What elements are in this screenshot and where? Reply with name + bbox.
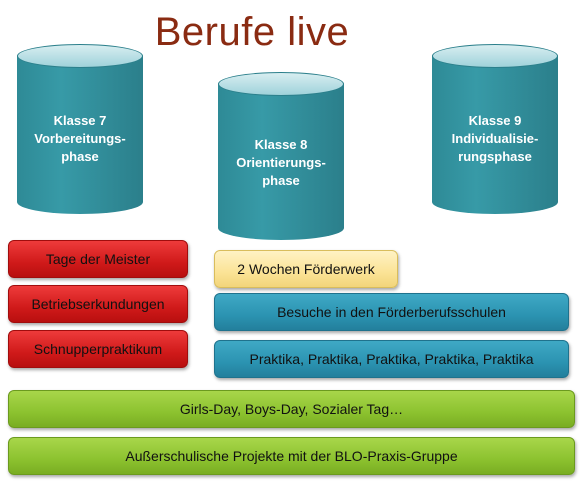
- box-foerderwerk: 2 Wochen Förderwerk: [214, 250, 398, 288]
- cylinder-line: phase: [262, 173, 300, 188]
- bar-girls-boys-day: Girls-Day, Boys-Day, Sozialer Tag…: [8, 390, 575, 428]
- cylinder-line: phase: [61, 149, 99, 164]
- cylinder-klasse-9: Klasse 9 Individualisie- rungsphase: [432, 44, 558, 214]
- cylinder-line: Individualisie-: [451, 131, 539, 146]
- cylinder-line: Klasse 9: [468, 113, 522, 128]
- box-tage-der-meister: Tage der Meister: [8, 240, 188, 278]
- box-besuche-foerderberufsschulen: Besuche in den Förderberufsschulen: [214, 293, 569, 331]
- cylinder-line: Vorbereitungs-: [34, 131, 126, 146]
- page-title: Berufe live: [154, 10, 350, 54]
- cylinder-line: Orientierungs-: [236, 155, 326, 170]
- box-betriebserkundungen: Betriebserkundungen: [8, 285, 188, 323]
- box-schnupperpraktikum: Schnupperpraktikum: [8, 330, 188, 368]
- cylinder-line: rungsphase: [458, 149, 532, 164]
- cylinder-line: Klasse 7: [53, 113, 107, 128]
- cylinder-label: Klasse 8 Orientierungs- phase: [222, 136, 340, 190]
- box-praktika: Praktika, Praktika, Praktika, Praktika, …: [214, 340, 569, 378]
- cylinder-label: Klasse 9 Individualisie- rungsphase: [436, 112, 554, 166]
- cylinder-klasse-7: Klasse 7 Vorbereitungs- phase: [17, 44, 143, 214]
- cylinder-line: Klasse 8: [254, 137, 308, 152]
- cylinder-klasse-8: Klasse 8 Orientierungs- phase: [218, 72, 344, 240]
- cylinder-label: Klasse 7 Vorbereitungs- phase: [21, 112, 139, 166]
- bar-ausserschulische-projekte: Außerschulische Projekte mit der BLO-Pra…: [8, 437, 575, 475]
